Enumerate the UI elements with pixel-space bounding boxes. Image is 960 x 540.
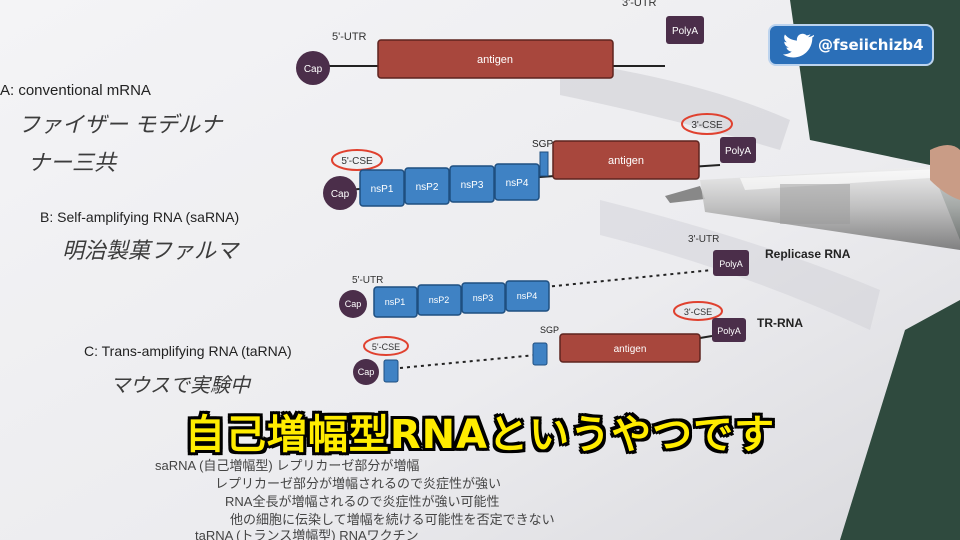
svg-text:PolyA: PolyA xyxy=(719,259,743,269)
body-text-line-5: taRNA (トランス増幅型) RNAワクチン xyxy=(195,528,419,540)
section-b-cse3-circle xyxy=(681,113,733,135)
body-text-line-3: RNA全長が増幅されるので炎症性が強い可能性 xyxy=(225,494,499,509)
handwriting-meiji-seika: 明治製菓ファルマ xyxy=(62,238,240,263)
section-b-label: B: Self-amplifying RNA (saRNA) xyxy=(40,209,239,225)
svg-text:PolyA: PolyA xyxy=(725,146,751,157)
section-b-cap xyxy=(323,176,357,210)
body-text-line-2: レプリカーゼ部分が増幅されるので炎症性が強い xyxy=(215,476,501,491)
svg-text:antigen: antigen xyxy=(614,344,647,355)
section-a-cap xyxy=(296,51,330,85)
svg-text:nsP3: nsP3 xyxy=(461,180,484,191)
section-b-nsp1 xyxy=(359,169,405,207)
section-c-nsp1 xyxy=(373,286,418,318)
svg-text:PolyA: PolyA xyxy=(672,26,698,37)
section-a-label: A: conventional mRNA xyxy=(0,82,151,99)
section-c-replicase-cap xyxy=(339,290,367,318)
section-c-replicase-polya xyxy=(713,250,749,276)
svg-text:nsP1: nsP1 xyxy=(385,297,406,307)
handwriting-pfizer-moderna: ファイザー モデルナ xyxy=(18,112,224,137)
section-c-sgp: SGP xyxy=(540,325,559,335)
svg-text:nsP3: nsP3 xyxy=(473,293,494,303)
section-c-cse5-circle xyxy=(363,336,409,356)
section-b-sgp-marker xyxy=(539,151,549,177)
svg-text:3'-UTR: 3'-UTR xyxy=(688,234,719,245)
svg-text:Cap: Cap xyxy=(304,64,323,75)
svg-text:nsP4: nsP4 xyxy=(517,291,538,301)
svg-text:nsP4: nsP4 xyxy=(506,178,529,189)
video-subtitle: 自己増幅型RNAというやつです xyxy=(184,412,776,458)
section-c-nsp3 xyxy=(461,282,506,314)
section-b-nsp3 xyxy=(449,165,495,203)
section-c-nsp2 xyxy=(417,284,462,316)
twitter-handle-badge: @fseiichizb4 xyxy=(768,24,934,66)
section-c-sgp-marker xyxy=(532,342,548,366)
tr-rna-label: TR-RNA xyxy=(757,316,803,330)
section-c-nsp4 xyxy=(505,280,550,312)
section-b-sgp: SGP xyxy=(532,139,553,150)
section-b-nsp2 xyxy=(404,167,450,205)
mechanical-pencil xyxy=(665,145,960,250)
twitter-bird-icon xyxy=(782,33,814,58)
handwriting-daiichi-sankyo: ナー三共 xyxy=(28,150,118,175)
section-a-utr5: 5'-UTR xyxy=(332,31,367,43)
section-c-cse3-circle xyxy=(673,301,723,321)
section-b-nsp4 xyxy=(494,163,540,201)
section-b-antigen-block xyxy=(552,140,700,180)
svg-text:Cap: Cap xyxy=(331,189,350,200)
section-c-antigen-block xyxy=(559,333,701,363)
svg-text:5'-CSE: 5'-CSE xyxy=(372,342,400,352)
section-b-polya-block xyxy=(720,137,756,163)
section-b-cse5-circle xyxy=(331,149,383,171)
svg-text:nsP1: nsP1 xyxy=(371,184,394,195)
replicase-rna-label: Replicase RNA xyxy=(765,247,851,261)
section-a-antigen-block xyxy=(377,39,614,79)
body-text-line-1: saRNA (自己増幅型) レプリカーゼ部分が増幅 xyxy=(155,458,419,473)
section-a-polya-block xyxy=(666,16,704,44)
handwriting-mouse-experiment: マウスで実験中 xyxy=(110,375,252,397)
svg-text:Cap: Cap xyxy=(345,299,362,309)
svg-text:nsP2: nsP2 xyxy=(429,295,450,305)
section-a-utr3: 3'-UTR xyxy=(622,0,657,9)
twitter-handle-text: @fseiichizb4 xyxy=(818,36,924,54)
svg-text:5'-UTR: 5'-UTR xyxy=(352,275,383,286)
svg-text:5'-CSE: 5'-CSE xyxy=(341,156,373,167)
section-c-trrna-polya xyxy=(712,318,746,342)
svg-text:nsP2: nsP2 xyxy=(416,182,439,193)
svg-text:antigen: antigen xyxy=(608,155,644,167)
svg-text:Cap: Cap xyxy=(358,367,375,377)
section-c-trrna-cap xyxy=(353,359,379,385)
svg-text:PolyA: PolyA xyxy=(717,326,741,336)
svg-text:3'-CSE: 3'-CSE xyxy=(691,120,723,131)
svg-text:antigen: antigen xyxy=(477,54,513,66)
section-c-label: C: Trans-amplifying RNA (taRNA) xyxy=(84,343,292,359)
svg-text:3'-CSE: 3'-CSE xyxy=(684,307,712,317)
body-text-line-4: 他の細胞に伝染して増幅を続ける可能性を否定できない xyxy=(230,512,555,527)
